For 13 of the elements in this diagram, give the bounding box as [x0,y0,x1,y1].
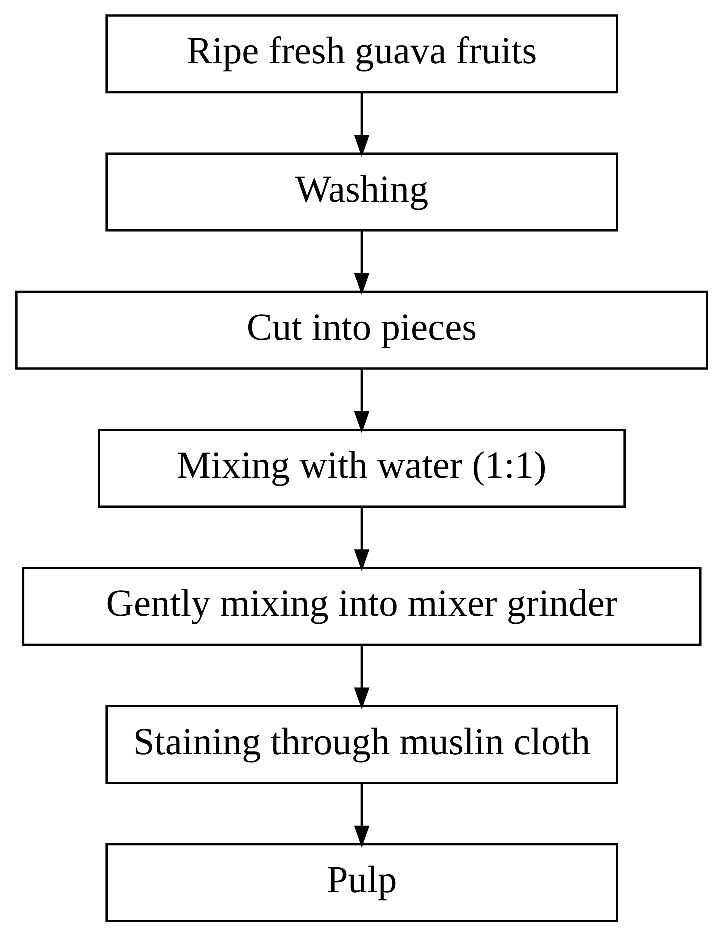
node-box: Ripe fresh guava fruits [105,14,618,94]
arrow [354,92,370,158]
node-box: Washing [105,152,618,232]
node-box: Cut into pieces [15,290,708,370]
node-box: Pulp [105,843,618,922]
arrow [354,230,370,296]
node-box: Staining through muslin cloth [105,705,618,784]
arrow [354,507,370,572]
arrow [354,783,370,848]
arrow [354,645,370,710]
node-box: Gently mixing into mixer grinder [22,567,702,646]
node-box: Mixing with water (1:1) [98,428,626,508]
arrow [354,369,370,434]
